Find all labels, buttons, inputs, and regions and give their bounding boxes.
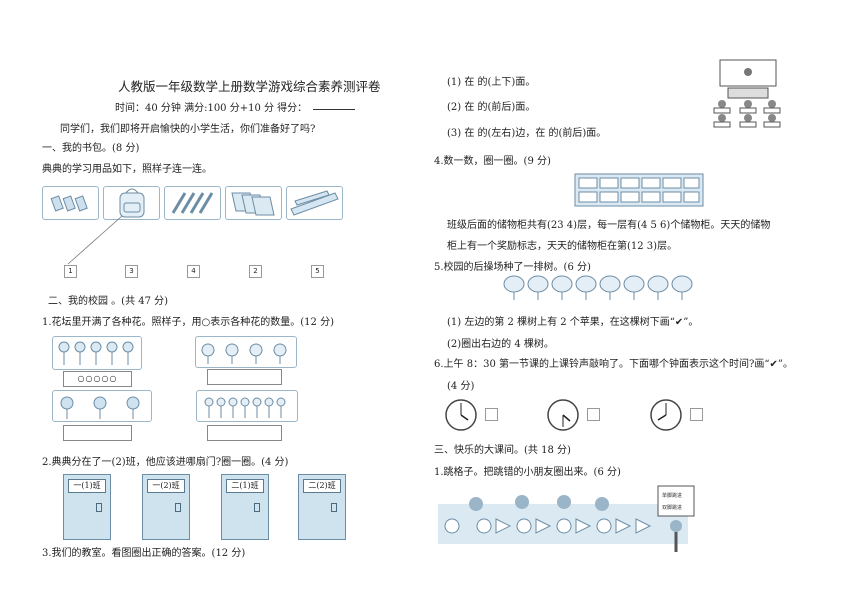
section1-heading: 一、我的书包。(8 分): [42, 143, 140, 154]
page-title: 人教版一年级数学上册数学游戏综合素养测评卷: [118, 79, 381, 94]
number-box-5[interactable]: 5: [311, 265, 324, 278]
supply-schoolbag[interactable]: [103, 186, 160, 220]
checkbox-clock-a[interactable]: [485, 408, 498, 421]
score-blank[interactable]: [313, 109, 355, 110]
question-6-points: (4 分): [447, 381, 475, 392]
number-box-3[interactable]: 3: [125, 265, 138, 278]
number-box-2[interactable]: 2: [249, 265, 262, 278]
tree-row: [503, 275, 693, 300]
question-4-line2: 柜上有一个奖励标志，天天的储物柜在第(12 3)层。: [447, 241, 678, 252]
time-line: 时间：40 分钟 满分:100 分+10 分 得分：: [115, 103, 308, 114]
section3-heading: 三、快乐的大课间。(共 18 分): [434, 445, 571, 456]
storage-cabinet: [574, 173, 704, 207]
intro-text: 同学们，我们即将开启愉快的小学生活，你们准备好了吗?: [60, 124, 316, 135]
supply-books[interactable]: [225, 186, 282, 220]
classroom-illustration: [713, 59, 781, 128]
question-3-1: (1) 在 的(上下)面。: [447, 77, 536, 88]
question-2-1: 1.花坛里开满了各种花。照样子，用○表示各种花的数量。(12 分): [42, 317, 334, 328]
hopscotch-illustration: 单脚跳进 双脚跳进: [438, 485, 695, 552]
door-sign: 二(1)班: [226, 479, 264, 493]
number-box-4[interactable]: 4: [187, 265, 200, 278]
question-2-3: 3.我们的教室。看图圈出正确的答案。(12 分): [42, 548, 246, 559]
answer-box-c[interactable]: [63, 425, 132, 441]
question-s3-1: 1.跳格子。把跳错的小朋友圈出来。(6 分): [434, 467, 621, 478]
flower-box-a: [52, 336, 142, 370]
question-3-2: (2) 在 的(前后)面。: [447, 102, 536, 113]
door-handle: [175, 503, 181, 512]
question-4: 4.数一数，圈一圈。(9 分): [434, 156, 551, 167]
answer-box-b[interactable]: [207, 369, 282, 385]
question-4-line1: 班级后面的储物柜共有(23 4)层，每一层有(4 5 6)个储物柜。天天的储物: [447, 220, 771, 231]
door-2-2[interactable]: 二(2)班: [298, 474, 346, 540]
door-handle: [96, 503, 102, 512]
section1-instruction: 典典的学习用品如下，照样子连一连。: [42, 164, 212, 175]
checkbox-clock-b[interactable]: [587, 408, 600, 421]
question-6: 6.上午 8：30 第一节课的上课铃声敲响了。下面哪个钟面表示这个时间?画“✔”…: [434, 359, 793, 370]
clock-c: [650, 399, 682, 431]
clock-b: [547, 399, 579, 431]
door-handle: [331, 503, 337, 512]
door-sign: 一(1)班: [68, 479, 106, 493]
supply-erasers[interactable]: [42, 186, 99, 220]
door-handle: [254, 503, 260, 512]
supply-rulers[interactable]: [286, 186, 343, 220]
question-5: 5.校园的后操场种了一排树。(6 分): [434, 262, 591, 273]
sign-text-1: 单脚跳进: [662, 492, 682, 499]
flower-box-b: [195, 336, 297, 368]
question-2-2: 2.典典分在了一(2)班，他应该进哪扇门?圈一圈。(4 分): [42, 457, 289, 468]
flower-box-c: [52, 390, 152, 422]
answer-box-d[interactable]: [207, 425, 282, 441]
flower-box-d: [196, 390, 298, 422]
door-sign: 一(2)班: [147, 479, 185, 493]
sign-text-2: 双脚跳进: [662, 504, 682, 511]
question-3-3: (3) 在 的(左右)边，在 的(前后)面。: [447, 128, 607, 139]
checkbox-clock-c[interactable]: [690, 408, 703, 421]
door-1-2[interactable]: 一(2)班: [142, 474, 190, 540]
number-box-1[interactable]: 1: [64, 265, 77, 278]
clock-a: [445, 399, 477, 431]
question-5-2: (2)圈出右边的 4 棵树。: [447, 339, 554, 350]
supply-pencils[interactable]: [164, 186, 221, 220]
section2-heading: 二、我的校园 。(共 47 分): [48, 296, 169, 307]
door-1-1[interactable]: 一(1)班: [63, 474, 111, 540]
door-sign: 二(2)班: [303, 479, 341, 493]
answer-box-a[interactable]: ○○○○○: [63, 371, 132, 387]
example-connect-line: [67, 215, 123, 265]
question-5-1: (1) 左边的第 2 棵树上有 2 个苹果，在这棵树下画“✔”。: [447, 317, 699, 328]
door-2-1[interactable]: 二(1)班: [221, 474, 269, 540]
